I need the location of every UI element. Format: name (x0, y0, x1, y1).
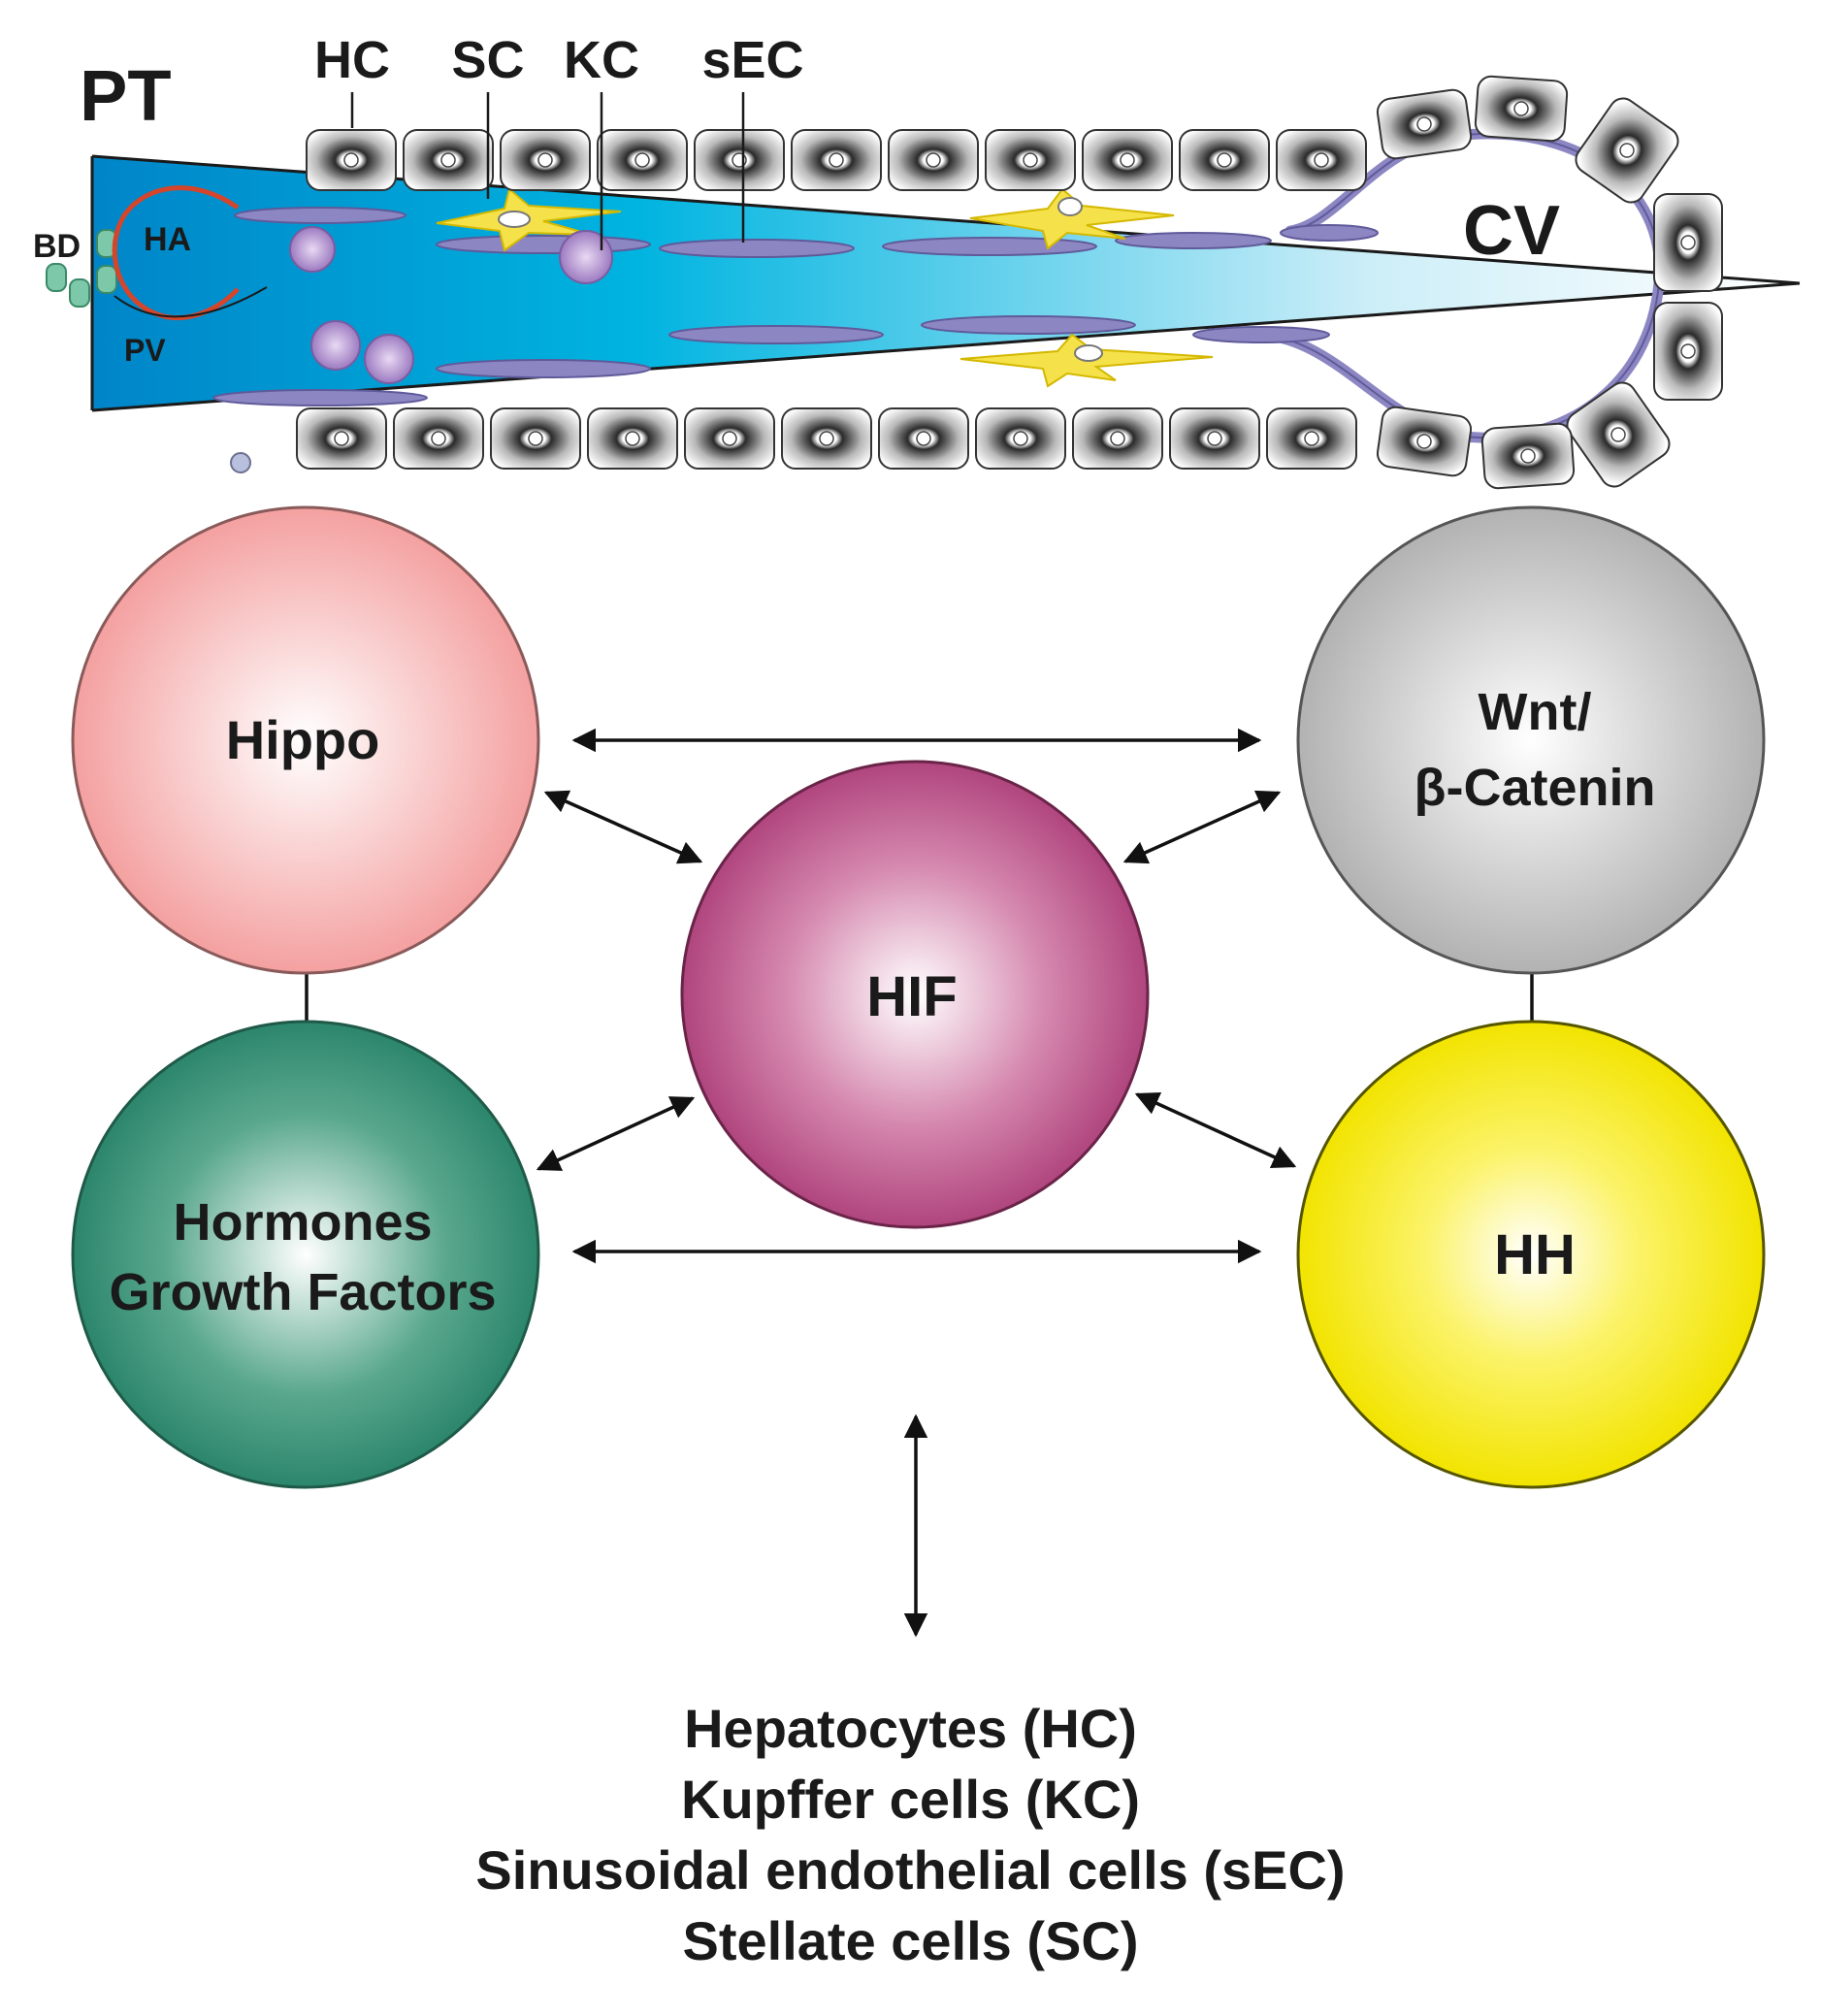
hepatocyte (393, 407, 484, 470)
hepatocyte (306, 129, 397, 191)
hippo-label: Hippo (226, 709, 380, 770)
hepatocyte (1082, 129, 1173, 191)
hepatocyte (1266, 407, 1357, 470)
hepatocyte (1072, 407, 1163, 470)
hepatocyte (1575, 97, 1679, 204)
hepatocyte (781, 407, 872, 470)
cell-type-hepatocytes: Hepatocytes (HC) (684, 1698, 1137, 1759)
hepatocyte (975, 407, 1066, 470)
zonation-diagram: PT CV HC SC KC sEC BD HA PV (33, 31, 1801, 490)
hh-node (1296, 1020, 1766, 1489)
pathway-network: Hippo Wnt/ β-Catenin HIF Hormones Growth… (71, 505, 1766, 1638)
hepatocyte (888, 129, 979, 191)
stellate-cells (436, 187, 1214, 388)
hepatocyte (500, 129, 591, 191)
hif-node (680, 760, 1150, 1229)
label-kc: KC (564, 31, 639, 89)
hepatocyte (791, 129, 882, 191)
hepatocyte (694, 129, 785, 191)
wnt-node (1296, 505, 1766, 975)
hepatocyte (1653, 302, 1723, 401)
cell-type-sinusoidal-endothelial: Sinusoidal endothelial cells (sEC) (475, 1839, 1346, 1901)
hepatocyte (1376, 406, 1473, 477)
label-hc: HC (314, 31, 390, 89)
label-ha: HA (144, 221, 191, 258)
hif-label: HIF (866, 965, 957, 1028)
hepatocyte (490, 407, 581, 470)
hepatocyte (1179, 129, 1270, 191)
cell-type-kupffer: Kupffer cells (KC) (681, 1769, 1140, 1830)
arrow-hippo-hif (543, 790, 703, 864)
wnt-label-line2: β-Catenin (1415, 759, 1656, 817)
hepatocyte (684, 407, 775, 470)
wnt-label-line1: Wnt/ (1479, 683, 1592, 741)
hippo-node (71, 505, 540, 975)
hepatocyte (296, 407, 387, 470)
hormones-label-line1: Hormones (173, 1193, 432, 1252)
hepatocyte (587, 407, 678, 470)
arrow-hh-hif (1134, 1092, 1297, 1168)
kupffer-cells (289, 226, 613, 384)
zone-label-cv: CV (1463, 192, 1560, 270)
endothelial-cells (212, 207, 1379, 406)
cell-type-stellate: Stellate cells (SC) (682, 1910, 1139, 1971)
hepatocyte (1276, 129, 1367, 191)
hepatocyte (1653, 193, 1723, 292)
hepatocyte (878, 407, 969, 470)
bile-duct-cells (46, 229, 117, 308)
arrow-hormones-hif (536, 1096, 696, 1171)
hepatocyte (1480, 422, 1576, 490)
hormones-node (71, 1020, 540, 1489)
arrow-wnt-hif (1122, 790, 1282, 864)
cell-type-list: Hepatocytes (HC) Kupffer cells (KC) Sinu… (0, 1693, 1821, 1976)
hepatocyte (985, 129, 1076, 191)
label-pv: PV (124, 333, 166, 368)
label-sec: sEC (701, 31, 803, 89)
hepatocytes (296, 75, 1723, 490)
zone-label-pt: PT (80, 55, 172, 136)
interaction-arrows (294, 728, 1545, 1638)
label-sc: SC (451, 31, 524, 89)
hepatocyte (403, 129, 494, 191)
hh-label: HH (1494, 1223, 1576, 1286)
hepatocyte (1376, 88, 1473, 160)
hepatocyte (597, 129, 688, 191)
hepatocyte (1169, 407, 1260, 470)
hormones-label-line2: Growth Factors (109, 1263, 496, 1321)
label-bd: BD (33, 228, 81, 265)
hepatocyte (1474, 75, 1569, 143)
hepatocyte (1566, 381, 1671, 488)
